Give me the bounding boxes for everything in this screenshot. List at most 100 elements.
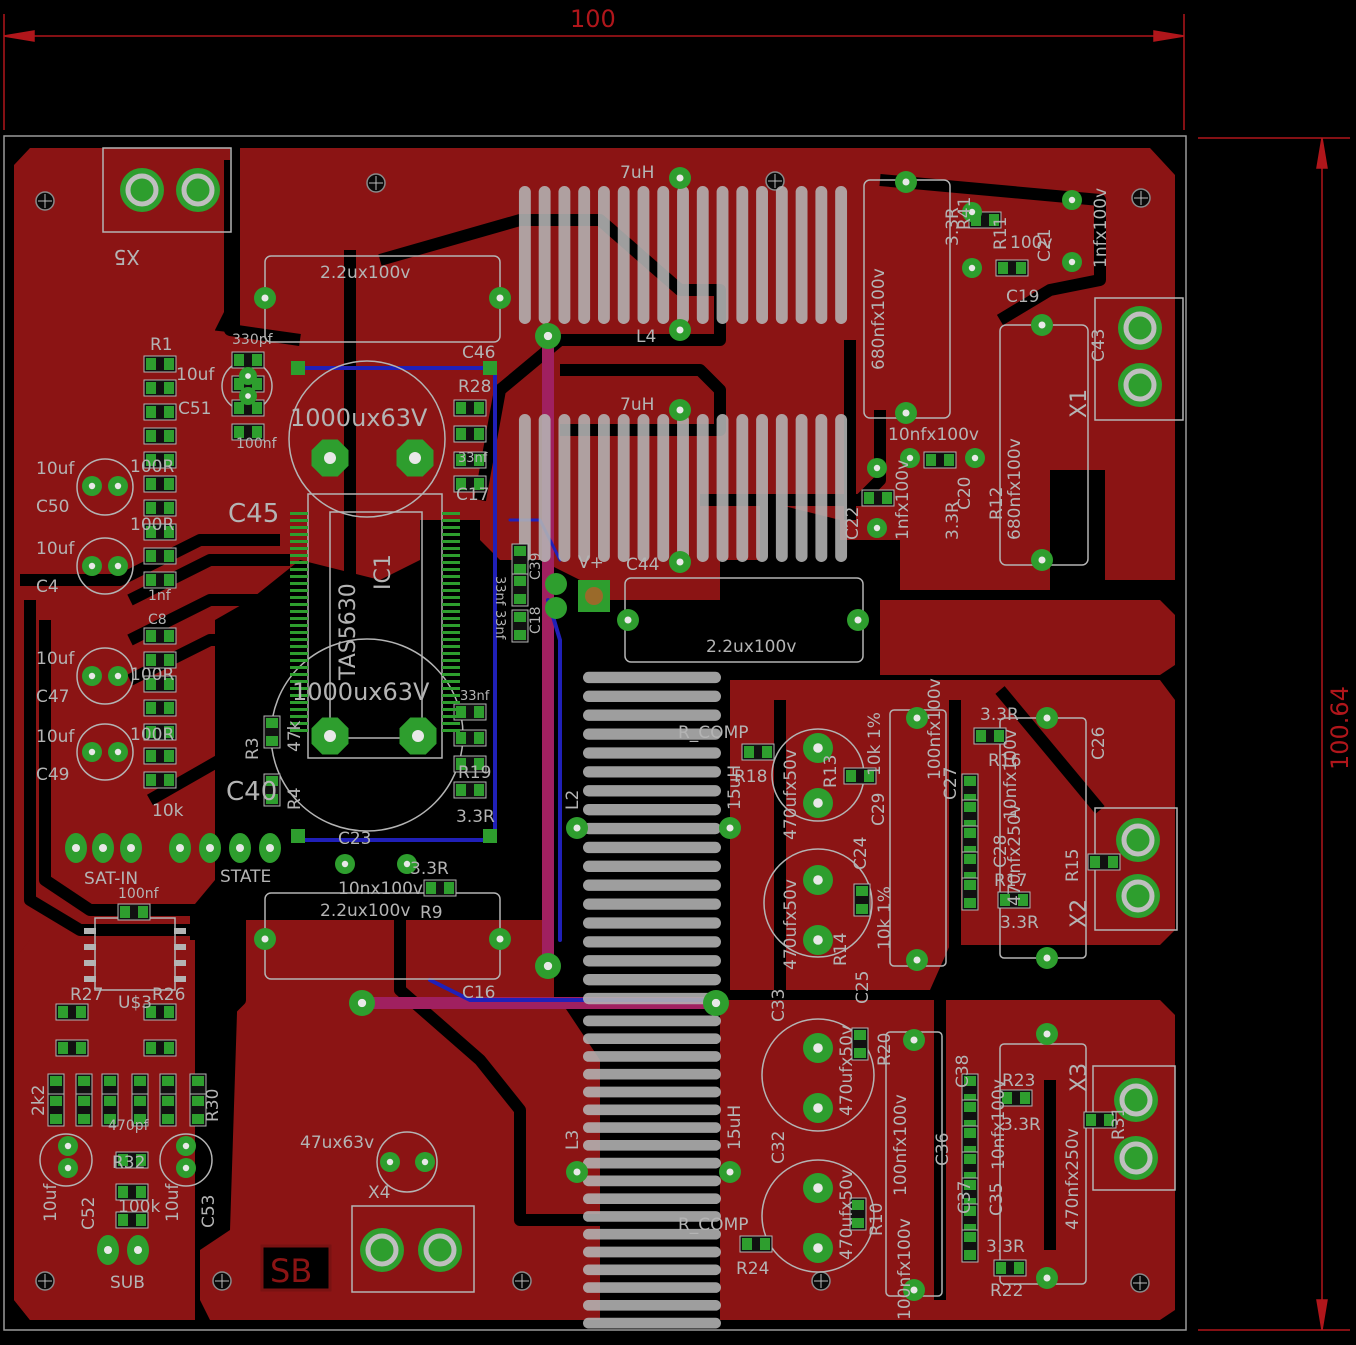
chip-value: TAS5630 xyxy=(336,583,361,681)
c8-label: C8 xyxy=(148,612,167,628)
terminal-screw-slot xyxy=(1121,823,1155,857)
resistor-pad xyxy=(58,1006,68,1018)
pad-hole xyxy=(676,406,684,414)
vplus-label: V+ xyxy=(578,553,604,573)
capacitor-pad xyxy=(964,794,976,804)
resistor-pad xyxy=(989,214,999,226)
inductor-l2-winding-turn xyxy=(583,785,721,797)
pad-hole xyxy=(496,294,504,302)
inductor-l2-winding-turn xyxy=(583,747,721,759)
r22-label: R22 xyxy=(990,1281,1023,1301)
pad-hole xyxy=(64,1164,72,1172)
ic-pin xyxy=(442,596,460,599)
ic-pin xyxy=(290,715,308,718)
ic-pin xyxy=(290,526,308,529)
c470a-value: 470ufx50v xyxy=(781,749,801,840)
c40-value: 1000ux63V xyxy=(292,678,430,706)
c11-value: 100nf xyxy=(118,886,160,902)
c45-name: C45 xyxy=(228,499,279,529)
pad-hole xyxy=(813,1183,823,1193)
ic-pin xyxy=(290,652,308,655)
inductor-l2-winding-turn xyxy=(583,804,721,816)
c32-label: C32 xyxy=(769,1130,789,1164)
soic-pin xyxy=(174,944,186,950)
resistor-pad xyxy=(134,1114,146,1124)
resistor-pad xyxy=(162,1096,174,1106)
pad-hole xyxy=(913,714,921,722)
r31-label: R31 xyxy=(1109,1107,1129,1140)
resistor-pad xyxy=(1104,1114,1114,1126)
c680b-value: 680nfx100v xyxy=(1005,438,1025,540)
r100k-value: 100k xyxy=(118,1197,160,1217)
inductor-l4-winding-turn xyxy=(617,186,630,324)
r15-label: R15 xyxy=(1063,849,1083,882)
resistor-pad xyxy=(164,382,174,394)
r2k2-value: 2k2 xyxy=(29,1085,49,1116)
pad-hole xyxy=(104,1246,112,1254)
r-comp-1-label: R_COMP xyxy=(678,723,748,743)
pad-hole xyxy=(906,454,914,462)
resistor-pad xyxy=(134,1076,146,1086)
ic-pin xyxy=(442,617,460,620)
ic-pin xyxy=(290,617,308,620)
silkscreen-labels: IC1 TAS5630 1000ux63V C45 1000ux63V C40 … xyxy=(29,163,1129,1320)
resistor-pad xyxy=(104,1076,116,1086)
c49-value: 10uf xyxy=(36,727,75,747)
r22-value: 3.3R xyxy=(986,1237,1025,1257)
pad-hole xyxy=(245,373,251,379)
x1-label: X1 xyxy=(1067,389,1092,418)
inductor-l4-winding-turn xyxy=(815,186,828,324)
pad-hole xyxy=(854,616,862,624)
l2-value: 15uH xyxy=(725,765,745,810)
resistor-pad xyxy=(1000,894,1010,906)
pad-hole xyxy=(324,452,336,464)
resistor-pad xyxy=(456,478,466,490)
r32-label: R32 xyxy=(112,1153,145,1173)
ic-pin xyxy=(442,708,460,711)
resistor-pad xyxy=(1002,1092,1012,1104)
inductor-l2-winding-turn xyxy=(583,822,721,835)
ic-pin xyxy=(290,701,308,704)
pad-hole xyxy=(1043,714,1051,722)
ic-pin xyxy=(290,645,308,648)
inductor-l2-winding-turn xyxy=(583,974,721,986)
r100b-value: 100R xyxy=(130,515,174,535)
c33nf-c-value: 33nf xyxy=(460,689,490,704)
ic-pin xyxy=(290,575,308,578)
c39-label: C39 xyxy=(528,552,544,580)
pad-hole xyxy=(88,482,96,490)
c29-label: C29 xyxy=(869,792,889,826)
r100a-value: 100R xyxy=(130,457,174,477)
c49-label: C49 xyxy=(36,765,70,785)
resistor-pad xyxy=(474,784,484,796)
capacitor-pad xyxy=(964,880,976,890)
pad-hole xyxy=(341,860,349,868)
inductor-l2-winding-turn xyxy=(583,709,721,721)
ic-pin xyxy=(442,568,460,571)
resistor-pad xyxy=(164,406,174,418)
inductor-l4-winding-turn xyxy=(518,186,531,324)
x5-label: X5 xyxy=(114,245,140,269)
pad-hole xyxy=(902,178,910,186)
resistor-pad xyxy=(192,1096,204,1106)
ic-pin xyxy=(442,610,460,613)
inductor-l3-winding-turn xyxy=(583,1051,721,1062)
pad-hole xyxy=(99,844,107,852)
inductor-l4-winding-turn xyxy=(835,186,848,324)
fiducial-pad xyxy=(291,361,305,375)
inductor-l4-winding-turn xyxy=(657,186,670,324)
resistor-pad xyxy=(162,1076,174,1086)
inductor-l4-winding-turn xyxy=(677,186,689,324)
resistor-pad xyxy=(118,1214,128,1226)
u3-label: U$3 xyxy=(118,993,152,1013)
resistor-pad xyxy=(1018,894,1028,906)
resistor-pad xyxy=(854,1030,866,1040)
r10-label: R10 xyxy=(867,1203,887,1236)
c33nf-a-value: 33nf xyxy=(492,576,507,606)
pad-hole xyxy=(324,730,336,742)
resistor-pad xyxy=(134,1096,146,1106)
resistor-pad xyxy=(164,526,174,538)
capacitor-pad xyxy=(882,492,892,504)
c47-value: 10uf xyxy=(36,649,75,669)
c20-value: 10nfx100v xyxy=(888,425,979,445)
